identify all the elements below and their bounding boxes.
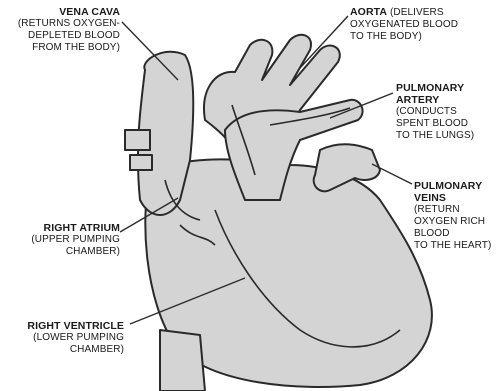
heart-illustration bbox=[125, 35, 432, 391]
vena-cava-desc-3: FROM THE BODY) bbox=[4, 42, 120, 54]
right-atrium-desc-2: CHAMBER) bbox=[4, 246, 120, 258]
label-right-ventricle: RIGHT VENTRICLE (LOWER PUMPING CHAMBER) bbox=[4, 320, 124, 356]
pulmonary-artery-name-1: PULMONARY bbox=[396, 82, 502, 94]
right-atrium-name: RIGHT ATRIUM bbox=[4, 222, 120, 234]
vessel-stubs bbox=[125, 130, 152, 170]
pulmonary-artery-desc-1: (CONDUCTS bbox=[396, 106, 502, 118]
right-ventricle-desc-1: (LOWER PUMPING bbox=[4, 332, 124, 344]
right-atrium-desc-1: (UPPER PUMPING bbox=[4, 234, 120, 246]
pulmonary-veins-name-1: PULMONARY bbox=[414, 180, 502, 192]
aorta-title-row: AORTA (DELIVERS bbox=[350, 6, 500, 19]
vena-cava-desc-1: (RETURNS OXYGEN- bbox=[4, 18, 120, 30]
pulmonary-artery-desc-2: SPENT BLOOD bbox=[396, 118, 502, 130]
pulmonary-veins-name-2: VEINS bbox=[414, 192, 502, 204]
aorta-suffix: (DELIVERS bbox=[387, 7, 444, 18]
pulmonary-veins-desc-4: TO THE HEART) bbox=[414, 240, 502, 252]
label-pulmonary-veins: PULMONARY VEINS (RETURN OXYGEN RICH BLOO… bbox=[414, 180, 502, 252]
pulmonary-veins-desc-3: BLOOD bbox=[414, 228, 502, 240]
label-pulmonary-artery: PULMONARY ARTERY (CONDUCTS SPENT BLOOD T… bbox=[396, 82, 502, 142]
aorta-desc-1: OXYGENATED BLOOD bbox=[350, 19, 500, 31]
aorta-desc-2: TO THE BODY) bbox=[350, 31, 500, 43]
pulmonary-veins-desc-2: OXYGEN RICH bbox=[414, 216, 502, 228]
vena-cava-name: VENA CAVA bbox=[4, 6, 120, 18]
vena-cava-desc-2: DEPLETED BLOOD bbox=[4, 30, 120, 42]
label-right-atrium: RIGHT ATRIUM (UPPER PUMPING CHAMBER) bbox=[4, 222, 120, 258]
right-ventricle-name: RIGHT VENTRICLE bbox=[4, 320, 124, 332]
pulmonary-artery-desc-3: TO THE LUNGS) bbox=[396, 130, 502, 142]
pulmonary-artery-name-2: ARTERY bbox=[396, 94, 502, 106]
label-aorta: AORTA (DELIVERS OXYGENATED BLOOD TO THE … bbox=[350, 6, 500, 43]
pulmonary-veins-desc-1: (RETURN bbox=[414, 204, 502, 216]
aorta-name: AORTA bbox=[350, 6, 387, 18]
inferior-vena-cava-vessel bbox=[160, 330, 205, 391]
right-ventricle-desc-2: CHAMBER) bbox=[4, 344, 124, 356]
label-vena-cava: VENA CAVA (RETURNS OXYGEN- DEPLETED BLOO… bbox=[4, 6, 120, 54]
